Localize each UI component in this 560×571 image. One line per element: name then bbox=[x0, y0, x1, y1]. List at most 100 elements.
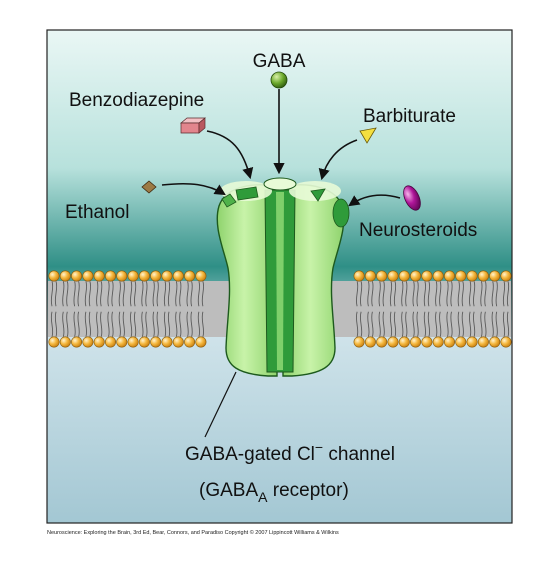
lipid-tail bbox=[107, 311, 110, 337]
lipid-head bbox=[410, 270, 422, 282]
lipid-tail bbox=[367, 311, 370, 337]
lipid-tail bbox=[73, 281, 76, 307]
lipid-head bbox=[82, 270, 94, 282]
lipid-tail bbox=[435, 281, 438, 307]
lipid-tail bbox=[450, 281, 453, 307]
lipid-tail bbox=[423, 281, 427, 307]
lipid-tail bbox=[141, 281, 144, 307]
lipid-tail bbox=[393, 281, 397, 307]
lipid-tail bbox=[480, 311, 483, 337]
benzodiazepine-label: Benzodiazepine bbox=[69, 90, 204, 111]
lipid-tail bbox=[495, 281, 498, 307]
lipid-tail bbox=[502, 281, 506, 307]
lipid-tail bbox=[66, 281, 69, 307]
lipid-head bbox=[59, 270, 71, 282]
lipid-tail bbox=[163, 281, 167, 307]
neurosteroid-ligand bbox=[403, 185, 421, 211]
benzodiazepine-arrow bbox=[206, 130, 254, 180]
lipid-tail bbox=[461, 281, 464, 307]
lipid-tail bbox=[100, 311, 103, 337]
receptor-label-subscript: A bbox=[258, 489, 268, 505]
lipid-head bbox=[48, 336, 60, 348]
lipid-tail bbox=[156, 281, 159, 307]
lipid-tail bbox=[190, 311, 193, 337]
lipid-head bbox=[364, 336, 376, 348]
lipid-head bbox=[353, 336, 365, 348]
lipid-tail bbox=[389, 311, 393, 337]
lipid-head bbox=[82, 336, 94, 348]
neurosteroid-binding-site bbox=[332, 198, 350, 228]
lipid-tail bbox=[446, 311, 449, 337]
lipid-tail bbox=[96, 281, 99, 307]
lipid-tail bbox=[416, 281, 419, 307]
lipid-head bbox=[161, 270, 173, 282]
ethanol-arrow bbox=[161, 182, 226, 196]
lipid-tail bbox=[141, 311, 144, 337]
lipid-tail bbox=[175, 311, 178, 337]
lipid-tail bbox=[457, 281, 460, 307]
lipid-head bbox=[184, 270, 196, 282]
channel-label: GABA-gated Cl− channel bbox=[185, 439, 395, 465]
lipid-head bbox=[489, 336, 501, 348]
lipid-tail bbox=[472, 311, 476, 337]
lipid-head bbox=[150, 270, 162, 282]
lipid-tail bbox=[405, 281, 408, 307]
lipid-tail bbox=[457, 311, 460, 337]
lipid-head bbox=[172, 336, 184, 348]
lipid-head bbox=[172, 270, 184, 282]
channel-leader-line bbox=[204, 371, 237, 438]
lipid-tail bbox=[122, 281, 125, 307]
lipid-tail bbox=[77, 281, 80, 307]
lipid-tail bbox=[427, 311, 431, 337]
lipid-tail bbox=[129, 281, 133, 307]
lipid-head bbox=[421, 270, 433, 282]
lipid-tail bbox=[506, 281, 510, 307]
lipid-tail bbox=[122, 311, 125, 337]
lipid-head bbox=[184, 336, 196, 348]
lipid-tail bbox=[62, 311, 65, 337]
lipid-tail bbox=[450, 311, 453, 337]
lipid-head bbox=[466, 336, 478, 348]
ethanol-label: Ethanol bbox=[65, 202, 129, 223]
lipid-tail bbox=[129, 311, 133, 337]
lipid-head bbox=[364, 270, 376, 282]
lipid-tail bbox=[446, 281, 449, 307]
lipid-head bbox=[398, 270, 410, 282]
benzodiazepine-binding-site bbox=[235, 186, 259, 201]
lipid-tail bbox=[197, 281, 201, 307]
lipid-head bbox=[48, 270, 60, 282]
lipid-tail bbox=[175, 281, 178, 307]
lipid-tail bbox=[393, 311, 397, 337]
lipid-tail bbox=[468, 311, 472, 337]
lipid-tail bbox=[62, 281, 65, 307]
lipid-tail bbox=[472, 281, 476, 307]
lipid-tail bbox=[484, 281, 487, 307]
lipid-tails bbox=[50, 281, 510, 337]
lipid-tail bbox=[96, 311, 99, 337]
lipid-tail bbox=[186, 281, 189, 307]
lipid-tail bbox=[427, 281, 431, 307]
lipid-head bbox=[116, 336, 128, 348]
gaba-ligand bbox=[270, 71, 288, 89]
lipid-tail bbox=[197, 311, 201, 337]
lipid-tail bbox=[382, 311, 385, 337]
lipid-tail bbox=[54, 281, 58, 307]
lipid-head bbox=[455, 270, 467, 282]
lipid-tail bbox=[118, 281, 121, 307]
lipid-tail bbox=[111, 281, 114, 307]
lipid-tail bbox=[435, 311, 438, 337]
lipid-head bbox=[387, 336, 399, 348]
lipid-tail bbox=[156, 311, 159, 337]
lipid-tail bbox=[491, 281, 494, 307]
lipid-tail bbox=[50, 281, 54, 307]
lipid-tail bbox=[50, 311, 54, 337]
lipid-tail bbox=[389, 281, 393, 307]
lipid-tail bbox=[152, 281, 155, 307]
lipid-tail bbox=[480, 281, 483, 307]
lipid-head bbox=[138, 336, 150, 348]
receptor-label-suffix: receptor) bbox=[267, 480, 348, 501]
lipid-head bbox=[410, 336, 422, 348]
lipid-head bbox=[105, 270, 117, 282]
lipid-head bbox=[376, 336, 388, 348]
